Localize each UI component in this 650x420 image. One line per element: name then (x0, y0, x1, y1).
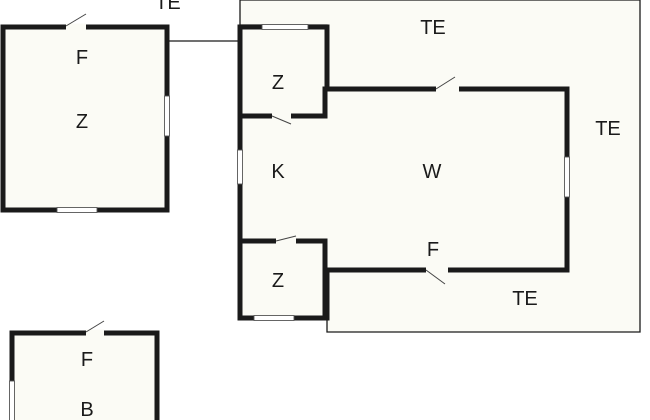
window-w-right (564, 156, 570, 198)
small-building (9, 320, 160, 420)
label-terrace-right: TE (595, 118, 621, 140)
shed-building (0, 13, 170, 213)
label-room-z-top: Z (272, 72, 284, 94)
label-small-b: B (80, 399, 93, 420)
small-window-left (9, 380, 15, 420)
main-house (237, 24, 570, 321)
label-shed-z: Z (76, 111, 88, 133)
label-terrace-top-left: TE (155, 0, 181, 14)
label-room-k: K (271, 161, 285, 183)
label-small-f: F (81, 349, 93, 371)
label-shed-f: F (76, 47, 88, 69)
window-bottom-z (253, 315, 295, 321)
shed-window-right (164, 95, 170, 137)
label-room-f: F (427, 239, 439, 261)
label-terrace-bottom: TE (512, 288, 538, 310)
shed-window-bottom (56, 207, 98, 213)
window-k-left (237, 149, 243, 185)
label-terrace-top: TE (420, 17, 446, 39)
window-top-z (261, 24, 309, 30)
label-room-z-bottom: Z (272, 270, 284, 292)
label-room-w: W (423, 161, 442, 183)
